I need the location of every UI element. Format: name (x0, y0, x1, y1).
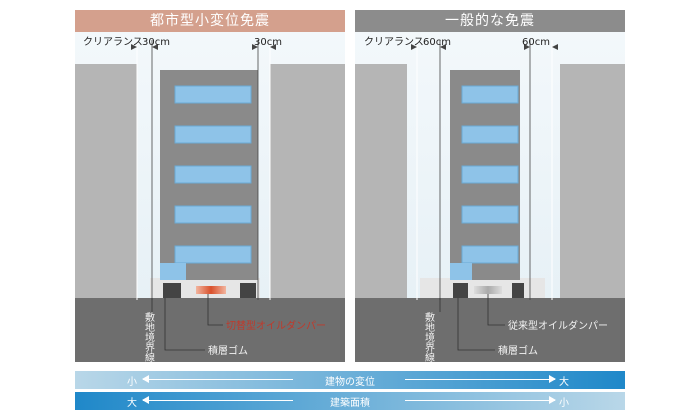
clearance-value-right-a: 60cm (423, 37, 451, 48)
rubber-bearing-right-b (512, 283, 524, 298)
boundary-label-left: 敷地境界線 (143, 311, 155, 362)
entrance-right (450, 263, 472, 280)
window-right-5 (461, 245, 519, 264)
scale-band-area: 大 建築面積 小 (75, 392, 625, 410)
neighbor-building-right-a (355, 64, 407, 298)
clearance-value-left-a: 30cm (142, 37, 170, 48)
displacement-right-label: 大 (559, 377, 569, 388)
clearance-label-left: クリアランス (83, 36, 143, 48)
panel-title-left: 都市型小変位免震 (75, 10, 345, 32)
arrow-right-icon (405, 396, 556, 404)
boundary-label-right: 敷地境界線 (423, 311, 435, 362)
entrance-left (160, 263, 186, 280)
area-right-label: 小 (559, 398, 569, 409)
arrow-right-icon (405, 375, 556, 383)
neighbor-building-left-a (75, 64, 137, 298)
rubber-bearing-left-b (240, 283, 256, 298)
window-left-1 (174, 85, 252, 104)
window-right-3 (461, 165, 519, 184)
scale-band-displacement: 小 建物の変位 大 (75, 371, 625, 389)
area-left-label: 大 (127, 398, 137, 409)
clearance-value-right-b: 60cm (522, 37, 550, 48)
neighbor-building-right-b (560, 64, 625, 298)
arrow-left-icon (142, 375, 293, 383)
window-left-5 (174, 245, 252, 264)
rubber-label-left: 積層ゴム (208, 344, 248, 357)
displacement-left-label: 小 (127, 377, 137, 388)
damper-label-left: 切替型オイルダンパー (226, 319, 326, 332)
ground-right (355, 298, 625, 362)
window-right-4 (461, 205, 519, 224)
left-scene (75, 32, 345, 362)
window-left-3 (174, 165, 252, 184)
clearance-label-right: クリアランス (364, 36, 424, 48)
area-label: 建築面積 (330, 398, 370, 409)
switching-damper (196, 286, 226, 294)
panel-title-right: 一般的な免震 (355, 10, 625, 32)
window-left-2 (174, 125, 252, 144)
rubber-bearing-right-a (453, 283, 468, 298)
clearance-value-left-b: 30cm (254, 37, 282, 48)
right-scene (355, 32, 625, 362)
rubber-label-right: 積層ゴム (498, 344, 538, 357)
damper-label-right: 従来型オイルダンパー (508, 319, 608, 332)
window-right-1 (461, 85, 519, 104)
arrow-left-icon (142, 396, 293, 404)
displacement-label: 建物の変位 (325, 377, 375, 388)
ground-left (75, 298, 345, 362)
window-left-4 (174, 205, 252, 224)
window-right-2 (461, 125, 519, 144)
neighbor-building-left-b (270, 64, 345, 298)
conventional-damper (474, 286, 502, 294)
rubber-bearing-left-a (163, 283, 181, 298)
